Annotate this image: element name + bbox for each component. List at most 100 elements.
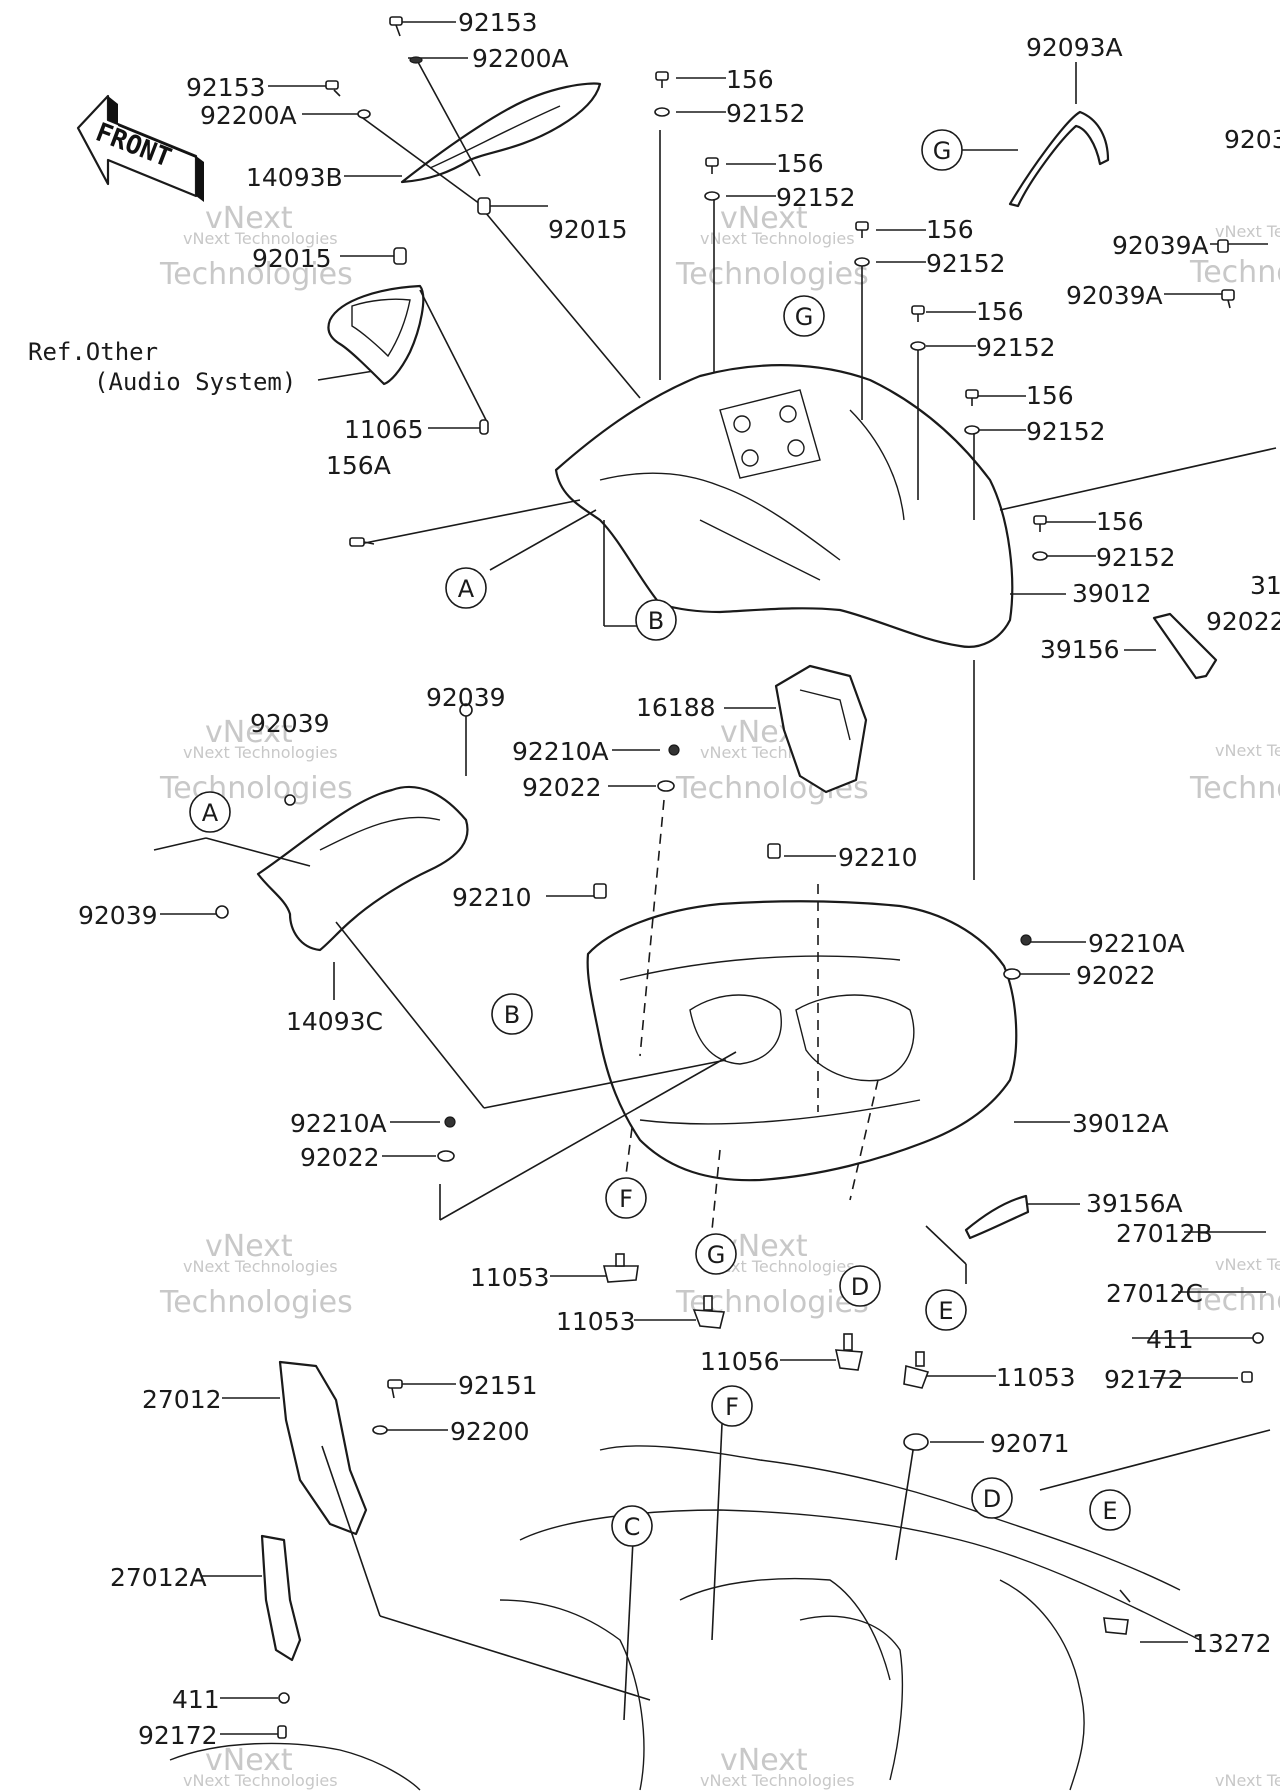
callout-circle: B [491, 993, 533, 1035]
watermark-text: vNext Technologies [183, 1771, 338, 1790]
svg-text:E: E [938, 1297, 953, 1325]
watermark-top-center: vNext vNext Technologies Technologies [675, 201, 869, 292]
part-label: 39012 [1072, 579, 1152, 608]
watermark-text: Technologies [159, 257, 353, 292]
part-label: 92152 [726, 99, 806, 128]
part-label: 11053 [556, 1307, 636, 1336]
part-label: 92039A [1066, 281, 1163, 310]
part-label: 39012A [1072, 1109, 1169, 1138]
part-label: 92153 [186, 73, 266, 102]
watermark-text: vNext [720, 201, 808, 236]
washer-icon [372, 1425, 388, 1435]
pin-icon [479, 419, 489, 435]
part-label: 92152 [1096, 543, 1176, 572]
watermark-text: vNext Technologies [1215, 741, 1280, 760]
watermark-text: Technologies [159, 771, 353, 806]
washer-icon [704, 191, 720, 201]
part-label: 92200A [472, 44, 569, 73]
part-label: 156A [326, 451, 391, 480]
bolt-icon [389, 16, 403, 37]
part-label: 92152 [976, 333, 1056, 362]
cover-14093b [400, 82, 602, 184]
dashed-guides [621, 799, 879, 1231]
part-label: 92039A [1112, 231, 1209, 260]
callout-circle: E [1089, 1489, 1131, 1531]
strip-39156 [1152, 612, 1218, 680]
part-label: 156 [1096, 507, 1144, 536]
svg-text:B: B [648, 607, 664, 635]
part-label: 92071 [990, 1429, 1070, 1458]
bolt-icon [855, 221, 869, 238]
watermark-mid-left: vNext vNext Technologies Technologies [159, 715, 353, 806]
ref-note-line1: Ref.Other [28, 338, 158, 366]
rivet-icon [215, 905, 229, 919]
bolt-icon [1221, 289, 1235, 309]
part-label: 156 [776, 149, 824, 178]
bolt-icon [965, 389, 979, 406]
part-label: 92022 [300, 1143, 380, 1172]
part-label: 11053 [470, 1263, 550, 1292]
bolt-icon [1241, 1371, 1253, 1383]
part-label: 16188 [636, 693, 716, 722]
part-label: 156 [976, 297, 1024, 326]
bolt-icon [349, 537, 375, 547]
hull-bottom [169, 1445, 1201, 1791]
svg-text:A: A [202, 799, 219, 827]
callout-group: G G A B A B F G D E F C D E [189, 129, 1131, 1547]
part-label: 92015 [548, 215, 628, 244]
clip-icon [1103, 1617, 1129, 1635]
handle-92093a [1008, 110, 1110, 208]
callout-circle: F [605, 1177, 647, 1219]
callout-circle: D [839, 1265, 881, 1307]
part-label: 27012B [1116, 1219, 1213, 1248]
callout-circle: F [711, 1385, 753, 1427]
part-label: 13272 [1192, 1629, 1272, 1658]
washer-icon [854, 257, 870, 267]
watermark-text: Technologies [1189, 255, 1280, 290]
ref-note: Ref.Other (Audio System) [28, 338, 381, 396]
grommet-icon [903, 1433, 929, 1451]
callout-circle: E [925, 1289, 967, 1331]
watermark-text: Technologies [1189, 1283, 1280, 1318]
callout-circle: B [635, 599, 677, 641]
part-label: 11056 [700, 1347, 780, 1376]
bolt-icon [277, 1725, 287, 1739]
part-label: 92151 [458, 1371, 538, 1400]
svg-text:D: D [983, 1485, 1001, 1513]
washer-icon [910, 341, 926, 351]
watermark-text: vNext [205, 715, 293, 750]
part-label-group: 92153 92200A 92153 92200A 14093B 92015 9… [78, 8, 1280, 1750]
watermark-text: vNext Technologies [1215, 222, 1280, 241]
watermark-text: Technologies [159, 1285, 353, 1320]
callout-circle: G [695, 1233, 737, 1275]
part-label: 14093B [246, 163, 343, 192]
panel-14093c [256, 785, 469, 952]
callout-circle: A [189, 791, 231, 833]
watermark-text: vNext [205, 1229, 293, 1264]
part-label: 92039 [78, 901, 158, 930]
washer-icon [654, 107, 670, 117]
part-label: 27012A [110, 1563, 207, 1592]
part-label: 92015 [252, 244, 332, 273]
part-label: 39156 [1040, 635, 1120, 664]
watermark-text: vNext Technologies [700, 1771, 855, 1790]
bolt-icon [387, 1379, 403, 1399]
part-label: 92022 [1206, 607, 1280, 636]
ref-note-line2: (Audio System) [94, 368, 296, 396]
bolt-icon [1217, 239, 1229, 253]
hardware [215, 16, 1264, 1739]
part-label: 31 [1250, 571, 1280, 600]
bolt-icon [325, 80, 341, 97]
part-label: 92210A [512, 737, 609, 766]
part-label: 27012 [142, 1385, 222, 1414]
svg-text:C: C [624, 1513, 641, 1541]
part-label: 92039 [250, 709, 330, 738]
watermark-text: vNext [720, 1743, 808, 1778]
part-label: 39156A [1086, 1189, 1183, 1218]
leader-lines [153, 21, 1277, 1735]
svg-text:G: G [707, 1241, 726, 1269]
part-label: 9203 [1224, 125, 1280, 154]
svg-text:G: G [933, 137, 952, 165]
watermark-text: vNext [205, 201, 293, 236]
part-label: 92210A [1088, 929, 1185, 958]
